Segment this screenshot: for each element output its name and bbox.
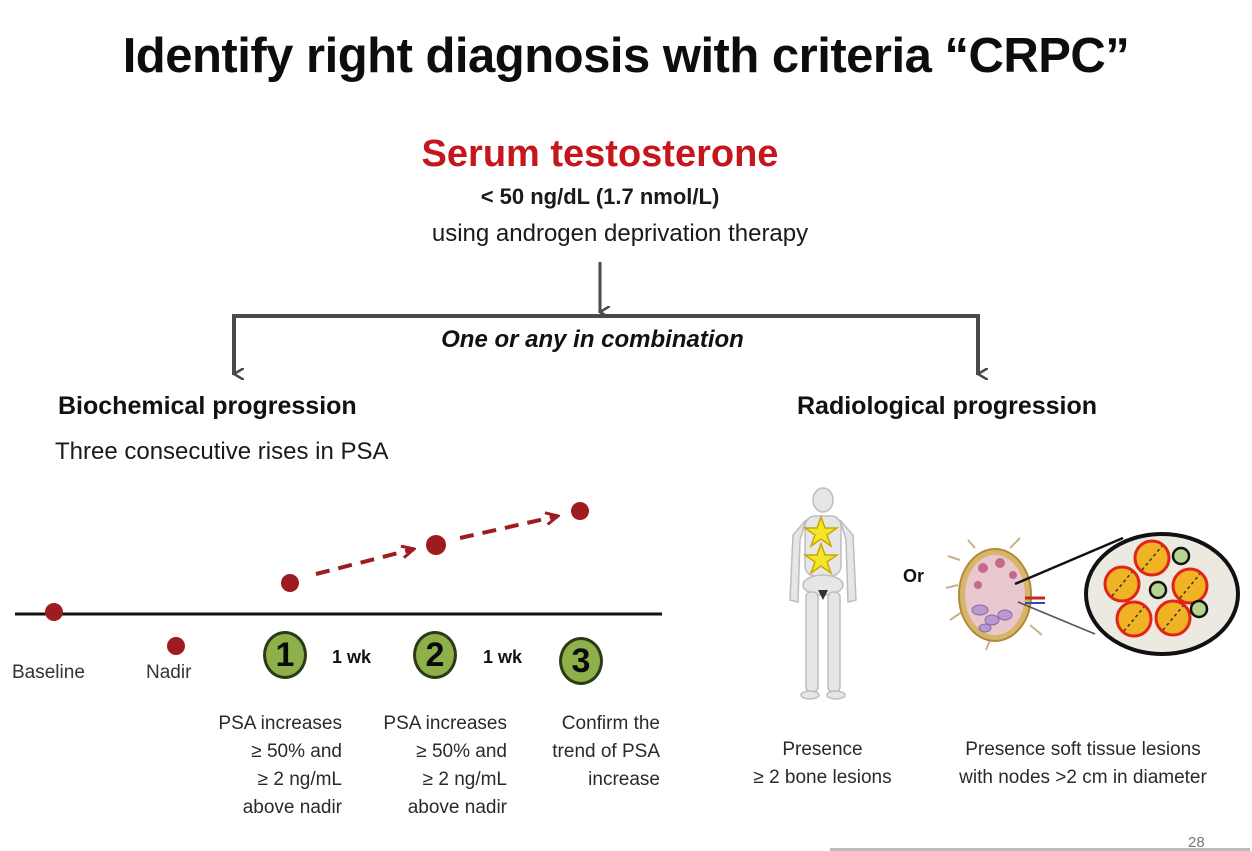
step-1-criteria: PSA increases ≥ 50% and ≥ 2 ng/mL above …	[190, 710, 342, 822]
criteria-line: with nodes >2 cm in diameter	[959, 767, 1207, 788]
criteria-line: increase	[588, 769, 660, 790]
testosterone-threshold: < 50 ng/dL (1.7 nmol/L)	[480, 184, 720, 209]
biochemical-heading: Biochemical progression	[58, 392, 357, 420]
interval-label-2: 1 wk	[483, 647, 523, 667]
magnified-lesion-view-icon	[1014, 532, 1240, 656]
lymph-node-icon	[945, 537, 1045, 651]
step-badge-3: 3	[559, 637, 603, 685]
branch-label: One or any in combination	[441, 326, 744, 353]
criteria-line: ≥ 2 ng/mL	[257, 769, 342, 790]
step-badge-2: 2	[413, 631, 457, 679]
psa-point-rise-2	[426, 535, 446, 555]
psa-trend-arrow-1	[315, 549, 414, 576]
interval-label-1: 1 wk	[332, 647, 372, 667]
criteria-line: ≥ 50% and	[416, 741, 507, 762]
baseline-label: Baseline	[12, 662, 85, 683]
footer-reference-clipped	[830, 843, 1250, 851]
criteria-line: PSA increases	[383, 713, 507, 734]
step-2-criteria: PSA increases ≥ 50% and ≥ 2 ng/mL above …	[355, 710, 507, 822]
criteria-line: Confirm the	[561, 713, 660, 734]
slide-title: Identify right diagnosis with criteria “…	[122, 29, 1130, 83]
branch-bar	[232, 314, 980, 375]
soft-tissue-criteria: Presence soft tissue lesions with nodes …	[928, 736, 1238, 792]
or-label: Or	[903, 566, 925, 586]
criteria-line: ≥ 2 bone lesions	[753, 767, 892, 788]
adt-context: using androgen deprivation therapy	[431, 220, 809, 247]
bone-scan-skeleton-icon	[789, 487, 857, 700]
criteria-line: ≥ 50% and	[251, 741, 342, 762]
criteria-line: Presence	[782, 739, 863, 760]
criteria-line: above nadir	[242, 797, 342, 818]
psa-point-rise-1	[281, 574, 299, 592]
psa-trend-arrow-2	[459, 516, 558, 540]
criteria-line: trend of PSA	[552, 741, 660, 762]
criteria-line: PSA increases	[218, 713, 342, 734]
criteria-line: ≥ 2 ng/mL	[422, 769, 507, 790]
psa-point-baseline	[45, 603, 63, 621]
bone-lesion-criteria: Presence ≥ 2 bone lesions	[735, 736, 910, 792]
psa-point-rise-3	[571, 502, 589, 520]
bone-lesion-star-icons	[802, 514, 840, 575]
serum-testosterone-heading: Serum testosterone	[421, 133, 779, 175]
criteria-line: above nadir	[407, 797, 507, 818]
step-badge-1: 1	[263, 631, 307, 679]
biochemical-subheading: Three consecutive rises in PSA	[55, 438, 389, 465]
criteria-line: Presence soft tissue lesions	[965, 739, 1201, 760]
page-number: 28	[1188, 834, 1205, 851]
step-3-criteria: Confirm the trend of PSA increase	[510, 710, 660, 794]
psa-point-nadir	[167, 637, 185, 655]
radiological-heading: Radiological progression	[797, 392, 1098, 420]
nadir-label: Nadir	[146, 662, 192, 683]
